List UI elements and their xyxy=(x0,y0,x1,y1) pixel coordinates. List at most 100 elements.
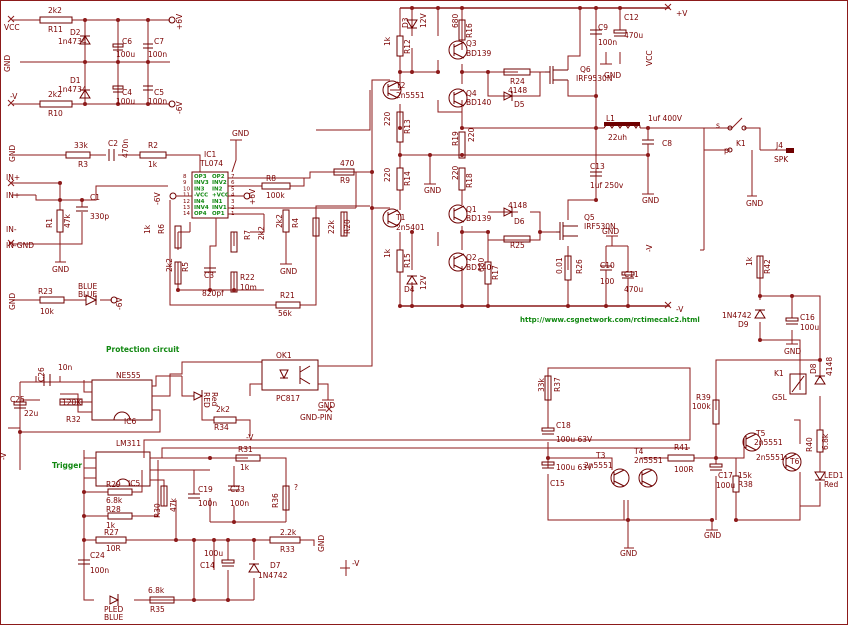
p6v-label: +6V xyxy=(175,13,184,30)
gnd-pin-label: GND-PIN xyxy=(300,413,332,422)
ic6-name: NE555 xyxy=(116,371,141,380)
ic1-right-pin-number: 5 xyxy=(231,186,235,192)
c24-value: 100n xyxy=(90,566,109,575)
r9-label: R9 xyxy=(340,176,350,185)
blue-led-label: BLUE xyxy=(78,282,97,291)
r7-value: 2k2 xyxy=(257,226,266,240)
c26-label: C26 xyxy=(37,367,46,382)
gnd-label-led: GND xyxy=(8,293,17,310)
r31-value: 1k xyxy=(240,463,250,472)
c11-label: C11 xyxy=(624,270,639,279)
r34-label: R34 xyxy=(214,423,229,432)
q4-label: Q4 xyxy=(466,89,477,98)
c7-label: C7 xyxy=(154,37,164,46)
gnd-label-c9: GND xyxy=(604,71,621,80)
d9-label: D9 xyxy=(738,320,749,329)
in-gnd-label: IN-GND xyxy=(6,241,34,250)
c23-label: C23 xyxy=(230,485,245,494)
d2-label: D2 xyxy=(70,28,81,37)
red-led-label: RED xyxy=(202,392,211,408)
t6-value: 2n5551 xyxy=(756,453,785,462)
t2-value: 2n5551 xyxy=(396,91,425,100)
ic1-chip xyxy=(191,171,229,219)
t4-value: 2n5551 xyxy=(634,456,663,465)
r32-value: 120K xyxy=(62,398,82,407)
ic1-right-pin-5: IN1 xyxy=(212,199,223,205)
ic1-left-pin-number: 9 xyxy=(183,180,187,186)
r36-label: R36 xyxy=(271,493,280,508)
r27-label: R27 xyxy=(104,528,119,537)
r19-label: R19 xyxy=(451,131,460,146)
d5-label: D5 xyxy=(514,100,525,109)
t3-label: T3 xyxy=(595,451,606,460)
ic1-right-pin-number: 6 xyxy=(231,180,235,186)
r7-label: R7 xyxy=(243,230,252,240)
c8-value: 1uf 400V xyxy=(648,114,683,123)
r11-value: 2k2 xyxy=(48,6,62,15)
t5-value: 2n5551 xyxy=(754,438,783,447)
t3-value: 2n5551 xyxy=(584,461,613,470)
k1-relay-value: G5L xyxy=(772,393,788,402)
t6-label: T6 xyxy=(789,457,800,466)
q3-value: BD139 xyxy=(466,49,491,58)
r10-label: R10 xyxy=(48,109,63,118)
t1-value: 2n5401 xyxy=(396,223,425,232)
r26-label: R26 xyxy=(575,259,584,274)
q4-value: BD140 xyxy=(466,98,491,107)
c8-label: C8 xyxy=(662,139,672,148)
t4-label: T4 xyxy=(633,447,644,456)
r15-value: 1k xyxy=(383,248,392,258)
ic1-right-pin-7: OP1 xyxy=(212,211,225,217)
r2-label: R2 xyxy=(148,141,158,150)
r9-value: 470 xyxy=(340,159,355,168)
d5-value: 4148 xyxy=(508,86,527,95)
c1-value: 330p xyxy=(90,212,109,221)
r39-value: 100k xyxy=(692,402,711,411)
gnd-label-r4: GND xyxy=(280,267,297,276)
k1-relay-label: K1 xyxy=(774,369,784,378)
c10-value: 100 xyxy=(600,277,615,286)
r6-value: 1k xyxy=(143,224,152,234)
neg-label-r34: -V xyxy=(246,433,254,442)
c14-value: 100u xyxy=(204,549,223,558)
c3-value: 820pf xyxy=(202,289,224,298)
in-plus-label-2: IN+ xyxy=(6,191,20,200)
r17-value: 680 xyxy=(477,257,486,272)
t5-label: T5 xyxy=(755,429,766,438)
pled-value: BLUE xyxy=(104,613,123,622)
input-section: IN+ IN+ IN- IN-GND GND 33k R3 C2 470n R2… xyxy=(6,139,201,316)
d7-value: 1N4742 xyxy=(258,571,288,580)
gnd-label-ic1: GND xyxy=(232,129,249,138)
c7-value: 100n xyxy=(148,50,167,59)
ic6-label: IC6 xyxy=(124,417,136,426)
d7-label: D7 xyxy=(270,561,281,570)
reference-url: http://www.csgnetwork.com/rctimecalc2.ht… xyxy=(520,316,700,324)
c15-value: 100u 63V xyxy=(556,463,593,472)
r5-value: 2k2 xyxy=(165,258,174,272)
d8-label: D8 xyxy=(809,363,818,374)
r15-label: R15 xyxy=(403,253,412,268)
gnd-label-r33: GND xyxy=(317,535,326,552)
r18-label: R18 xyxy=(465,173,474,188)
r38-label: R38 xyxy=(738,480,753,489)
ic1-left-pin-number: 14 xyxy=(183,211,190,217)
c11-value: 470u xyxy=(624,285,643,294)
c23-value: 100n xyxy=(230,499,249,508)
l1-value: 22uh xyxy=(608,133,627,142)
r41-label: R41 xyxy=(674,443,689,452)
gnd-label-c8: GND xyxy=(642,196,659,205)
neg-label-ic6: -V xyxy=(0,452,8,460)
r34-value: 2k2 xyxy=(216,405,230,414)
protection-section: Protection circuit NE555 IC6 C26 10n C25… xyxy=(0,79,691,622)
r31-label: R31 xyxy=(238,445,253,454)
r14-label: R14 xyxy=(403,171,412,186)
ic1-left-pin-number: 8 xyxy=(183,174,187,180)
timer-section: R37 33k C18 100u 63V 100u 63V C15 T3 2n5… xyxy=(537,249,844,558)
ic1-right-pin-4: +VCC xyxy=(212,193,229,199)
ic5-label: IC5 xyxy=(128,479,140,488)
ic1-name: IC1 xyxy=(204,150,216,159)
gnd-label-spk: GND xyxy=(746,199,763,208)
neg-label-d7: -V xyxy=(352,559,360,568)
r8-label: R8 xyxy=(266,174,276,183)
